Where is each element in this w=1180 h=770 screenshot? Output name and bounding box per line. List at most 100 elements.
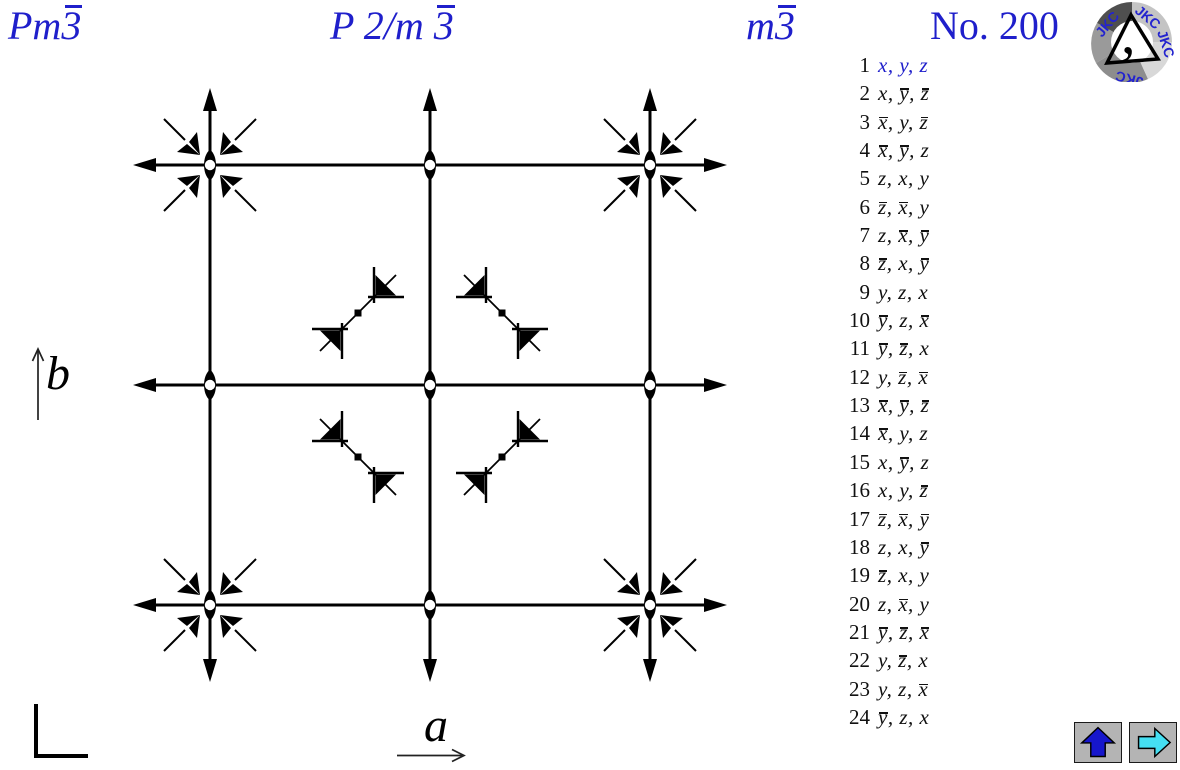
- space-group-number: No. 200: [930, 3, 1059, 48]
- origin-bracket: [34, 704, 88, 758]
- full-symbol-barred-digit: 3: [433, 3, 455, 48]
- position-number: 24: [849, 704, 870, 729]
- nav-up-button[interactable]: [1074, 722, 1122, 763]
- position-entry: 24 y, z, x: [840, 703, 929, 731]
- position-entry: 17 z, x, y: [840, 505, 930, 533]
- position-coordinates: y, z, x: [878, 308, 930, 333]
- a-axis-label: a: [424, 699, 448, 752]
- position-coordinates: x, y, z: [878, 81, 930, 106]
- position-entry: 22 y, z, x: [840, 646, 929, 674]
- position-coordinates: z, x, y: [878, 166, 930, 191]
- position-entry: 10 y, z, x: [840, 306, 930, 334]
- position-number: 21: [849, 619, 870, 644]
- axis-arrows: [31, 346, 466, 763]
- position-coordinates: x, y, z: [878, 53, 929, 77]
- position-entry: 14 x, y, z: [840, 419, 929, 447]
- short-symbol-barred-digit: 3: [61, 3, 83, 48]
- logo-triangle: [1104, 11, 1161, 65]
- position-number: 15: [849, 449, 870, 474]
- jkc-logo[interactable]: , JKC JKC JKC JKC: [1088, 2, 1178, 82]
- position-entry: 9 y, z, x: [840, 278, 929, 306]
- position-number: 19: [849, 563, 870, 588]
- position-number: 3: [859, 109, 871, 134]
- point-group-title: m3: [746, 2, 796, 49]
- full-symbol-title: P 2/m 3: [330, 2, 455, 49]
- position-entry: 2 x, y, z: [840, 79, 930, 107]
- general-positions-list: 1 x, y, z 2 x, y, z 3 x, y, z 4 x, y, z 5 z, x, y…: [840, 51, 930, 731]
- position-entry: 19 z, x, y: [840, 561, 929, 589]
- position-entry: 12 y, z, x: [840, 363, 929, 391]
- position-entry: 21 y, z, x: [840, 618, 930, 646]
- position-number: 7: [859, 223, 871, 248]
- short-symbol-title: Pm3: [8, 2, 83, 49]
- position-entry: 3 x, y, z: [840, 108, 929, 136]
- position-coordinates: y, z, x: [878, 619, 930, 644]
- point-group-barred-digit: 3: [774, 3, 796, 48]
- position-number: 11: [849, 336, 870, 361]
- position-number: 8: [859, 251, 871, 276]
- position-number: 14: [849, 421, 870, 446]
- position-coordinates: y, z, x: [878, 279, 929, 304]
- position-coordinates: y, z, x: [878, 676, 929, 701]
- position-entry: 6 z, x, y: [840, 193, 929, 221]
- threefold-axis-symbol-tl: [310, 265, 406, 361]
- position-coordinates: z, x, y: [878, 506, 930, 531]
- threefold-axis-symbol-tr: [454, 265, 550, 361]
- position-coordinates: x, y, z: [878, 109, 929, 134]
- position-coordinates: y, z, x: [878, 704, 930, 729]
- position-entry: 1 x, y, z: [840, 51, 929, 79]
- position-entry: 11 y, z, x: [840, 334, 929, 362]
- position-entry: 23 y, z, x: [840, 675, 929, 703]
- position-number: 6: [859, 194, 871, 219]
- arrow-up-icon: [1079, 726, 1117, 758]
- position-entry: 5 z, x, y: [840, 164, 929, 192]
- position-number: 16: [849, 478, 870, 503]
- position-coordinates: z, x, y: [878, 563, 930, 588]
- position-entry: 4 x, y, z: [840, 136, 929, 164]
- position-coordinates: x, y, z: [878, 393, 930, 418]
- position-number: 1: [859, 53, 871, 77]
- threefold-axis-symbol-bl: [310, 409, 406, 505]
- position-coordinates: y, z, x: [878, 364, 929, 389]
- position-coordinates: y, z, x: [878, 648, 929, 673]
- position-number: 17: [849, 506, 870, 531]
- position-coordinates: x, y, z: [878, 478, 929, 503]
- position-coordinates: x, y, z: [878, 421, 929, 446]
- nav-buttons: [1074, 722, 1177, 763]
- position-entry: 15 x, y, z: [840, 448, 929, 476]
- position-number: 10: [849, 308, 870, 333]
- position-coordinates: z, x, y: [878, 591, 930, 616]
- position-number: 9: [859, 279, 871, 304]
- position-coordinates: x, y, z: [878, 138, 930, 163]
- position-entry: 13 x, y, z: [840, 391, 930, 419]
- position-number: 2: [859, 81, 871, 106]
- position-number: 18: [849, 534, 870, 559]
- position-entry: 20 z, x, y: [840, 590, 929, 618]
- position-number: 22: [849, 648, 870, 673]
- short-symbol-prefix: Pm: [8, 3, 62, 48]
- threefold-axis-symbol-br: [454, 409, 550, 505]
- a-axis-arrow: [397, 748, 466, 763]
- full-symbol-prefix: P 2/m: [330, 3, 434, 48]
- nav-next-button[interactable]: [1129, 722, 1177, 763]
- arrow-right-icon: [1137, 726, 1172, 759]
- position-number: 20: [849, 591, 870, 616]
- logo-comma: ,: [1121, 2, 1136, 66]
- position-number: 13: [849, 393, 870, 418]
- position-coordinates: z, x, y: [878, 223, 930, 248]
- b-axis-label: b: [46, 347, 70, 400]
- position-number: 23: [849, 676, 870, 701]
- position-entry: 7 z, x, y: [840, 221, 930, 249]
- position-coordinates: x, y, z: [878, 449, 930, 474]
- position-number: 4: [859, 138, 871, 163]
- position-entry: 16 x, y, z: [840, 476, 929, 504]
- position-coordinates: z, x, y: [878, 194, 930, 219]
- b-axis-arrow: [31, 346, 45, 420]
- position-number: 5: [859, 166, 871, 191]
- position-coordinates: y, z, x: [878, 336, 930, 361]
- position-number: 12: [849, 364, 870, 389]
